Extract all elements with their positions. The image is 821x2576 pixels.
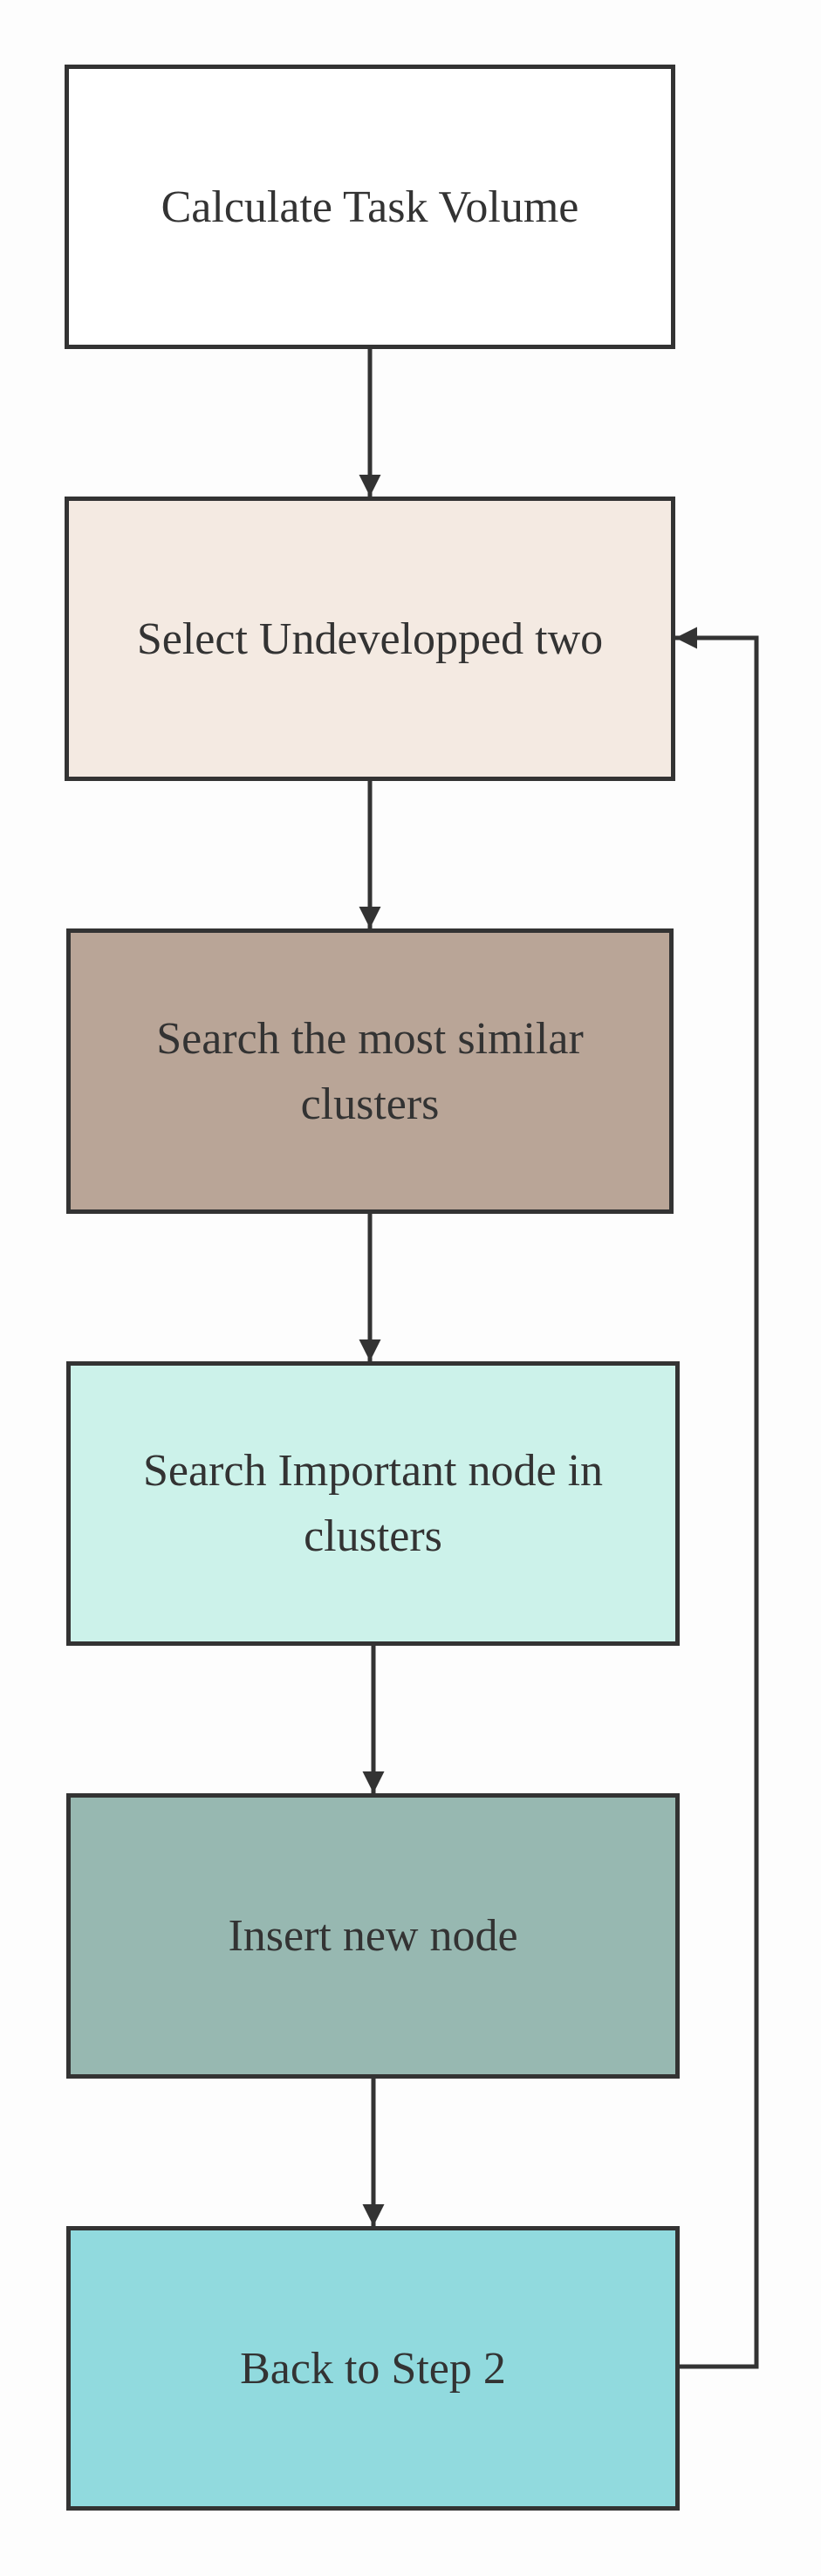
step-insert-new-node: Insert new node <box>66 1793 680 2079</box>
step-select-undevelopped-two: Select Undevelopped two <box>65 497 675 781</box>
step-calculate-task-volume: Calculate Task Volume <box>65 65 675 349</box>
loop-back-arrow <box>675 627 759 2369</box>
step-search-most-similar-clusters: Search the most similar clusters <box>66 928 674 1214</box>
step-back-to-step-2: Back to Step 2 <box>66 2226 680 2511</box>
step-search-important-node: Search Important node in clusters <box>66 1361 680 1646</box>
